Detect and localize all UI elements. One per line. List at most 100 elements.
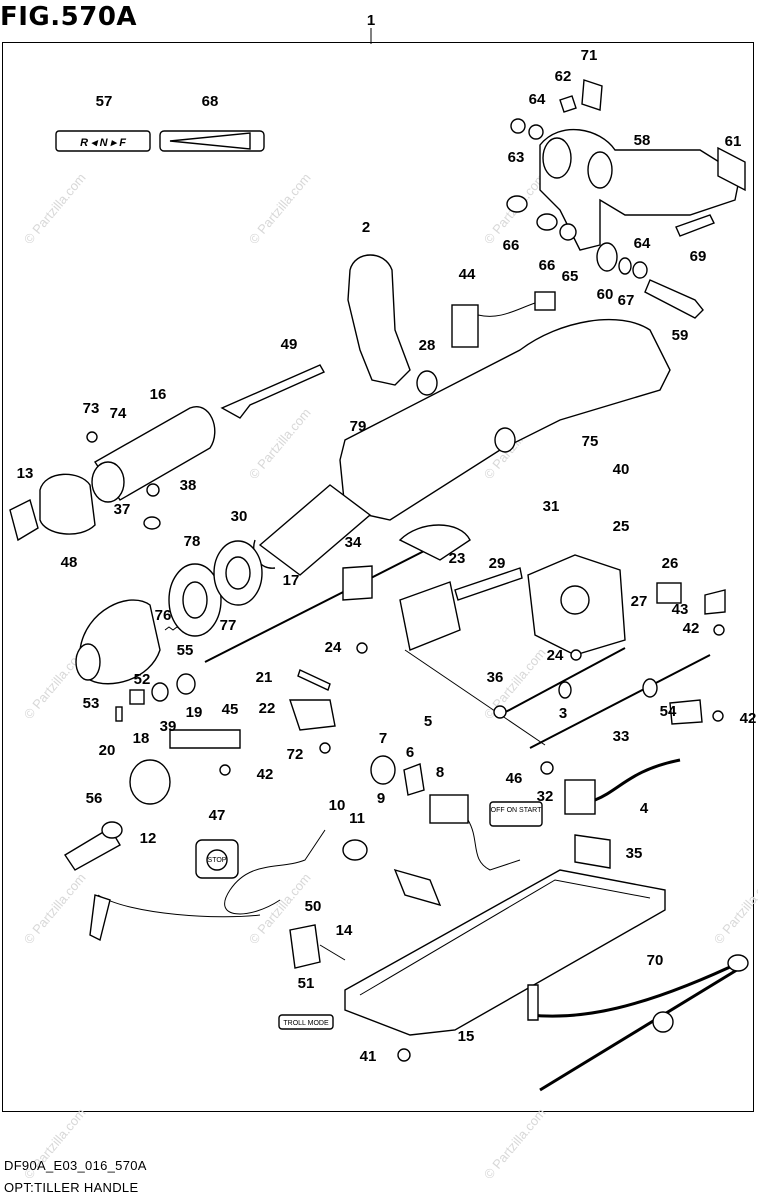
callout: 46	[506, 770, 523, 787]
callout: 42	[683, 620, 700, 637]
callout: 42	[257, 766, 274, 783]
callout: 9	[377, 790, 385, 807]
callout: 50	[305, 898, 322, 915]
figure-subtitle: OPT:TILLER HANDLE	[4, 1180, 139, 1195]
callout: 32	[537, 788, 554, 805]
callout: 78	[184, 533, 201, 550]
callout: 24	[547, 647, 564, 664]
callout: 24	[325, 639, 342, 656]
callout: 67	[618, 292, 635, 309]
troll-mode-decal: TROLL MODE	[278, 1014, 334, 1030]
callout: 33	[613, 728, 630, 745]
callout: 65	[562, 268, 579, 285]
callout: 45	[222, 701, 239, 718]
callout: 52	[134, 671, 151, 688]
callout: 36	[487, 669, 504, 686]
tiller-bracket	[344, 869, 666, 1036]
callout: 75	[582, 433, 599, 450]
callout: 11	[349, 810, 365, 827]
callout: 49	[281, 336, 298, 353]
callout: 6	[406, 744, 414, 761]
callout: 37	[114, 501, 131, 518]
callout: 20	[99, 742, 116, 759]
key-switch-decal: OFF ON START	[489, 801, 543, 827]
callout: 71	[581, 47, 598, 64]
shift-decal-text: R ◂ N ▸ F	[80, 137, 126, 149]
callout: 7	[379, 730, 387, 747]
callout: 13	[17, 465, 34, 482]
stop-decal: STOP	[195, 839, 239, 879]
callout: 66	[539, 257, 556, 274]
callout: 57	[96, 93, 113, 110]
callout: 29	[489, 555, 506, 572]
callout: 42	[740, 710, 757, 727]
watermark: © Partzilla.com	[481, 1105, 549, 1182]
callout: 4	[640, 800, 649, 817]
callout: 47	[209, 807, 226, 824]
callout: 62	[555, 68, 572, 85]
tiller-housing	[339, 318, 671, 521]
callout: 73	[83, 400, 100, 417]
callout: 76	[155, 607, 172, 624]
watermark: © Partzilla.com	[711, 870, 758, 947]
callout: 10	[329, 797, 346, 814]
callout: 40	[613, 461, 630, 478]
callout: 41	[360, 1048, 377, 1065]
callout: 43	[672, 601, 689, 618]
callout: 58	[634, 132, 651, 149]
callout: 70	[647, 952, 664, 969]
callout: 30	[231, 508, 248, 525]
callout: 77	[220, 617, 237, 634]
callout: 72	[287, 746, 304, 763]
figure-title: FIG.570A	[0, 2, 138, 32]
callout: 39	[160, 718, 177, 735]
callout: 54	[660, 703, 677, 720]
callout: 1	[367, 12, 375, 29]
watermark: © Partzilla.com	[246, 170, 314, 247]
callout: 12	[140, 830, 157, 847]
callout: 16	[150, 386, 167, 403]
callout: 21	[256, 669, 273, 686]
callout: 59	[672, 327, 689, 344]
callout: 55	[177, 642, 194, 659]
diagram-frame	[2, 42, 754, 1112]
callout: 61	[725, 133, 742, 150]
callout: 35	[626, 845, 643, 862]
callout: 31	[543, 498, 560, 515]
callout: 74	[110, 405, 127, 422]
strip-decal	[159, 130, 265, 152]
callout: 60	[597, 286, 614, 303]
callout: 28	[419, 337, 436, 354]
watermark: © Partzilla.com	[21, 170, 89, 247]
callout: 68	[202, 93, 219, 110]
callout: 15	[458, 1028, 475, 1045]
callout: 63	[508, 149, 525, 166]
callout: 64	[634, 235, 651, 252]
troll-mode-decal-text: TROLL MODE	[283, 1020, 329, 1027]
callouts: 1 2 3 4 5 6 7 8 9 10 11 12 13 14 15 16 1…	[17, 12, 757, 1065]
callout: 79	[350, 418, 367, 435]
callout: 25	[613, 518, 630, 535]
callout: 34	[345, 534, 362, 551]
callout: 56	[86, 790, 103, 807]
callout: 8	[436, 764, 444, 781]
callout: 53	[83, 695, 100, 712]
watermark: © Partzilla.com	[21, 870, 89, 947]
throttle-grip	[347, 254, 411, 386]
callout: 51	[298, 975, 315, 992]
callout: 27	[631, 593, 648, 610]
callout: 2	[362, 219, 370, 236]
callout: 17	[283, 572, 300, 589]
stop-decal-text: STOP	[208, 857, 227, 864]
callout: 66	[503, 237, 520, 254]
figure-code: DF90A_E03_016_570A	[4, 1158, 147, 1173]
callout: 18	[133, 730, 150, 747]
callout: 69	[690, 248, 707, 265]
callout: 64	[529, 91, 546, 108]
callout: 44	[459, 266, 476, 283]
callout: 3	[559, 705, 567, 722]
watermark: © Partzilla.com	[246, 405, 314, 482]
callout: 5	[424, 713, 432, 730]
callout: 19	[186, 704, 203, 721]
